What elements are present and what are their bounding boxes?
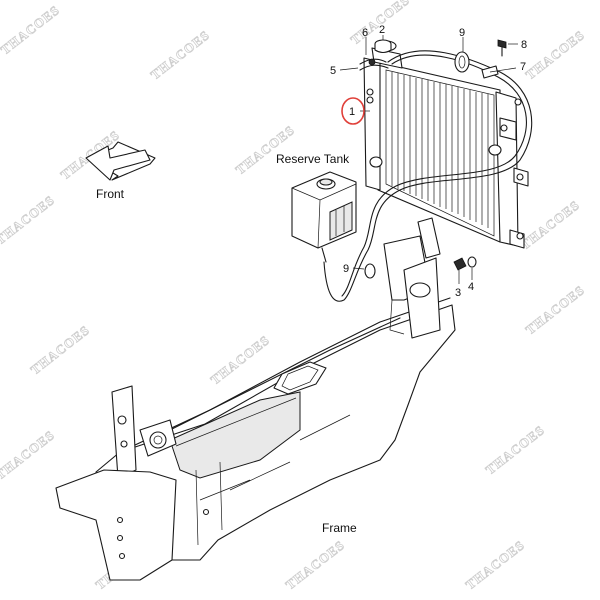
hose-clamp xyxy=(454,51,470,73)
watermark: THACOES xyxy=(0,192,57,247)
watermark: THACOES xyxy=(0,2,62,57)
callout-3: 3 xyxy=(455,287,461,299)
watermark: THACOES xyxy=(208,332,273,387)
watermark: THACOES xyxy=(523,27,588,82)
frame-label: Frame xyxy=(322,521,357,535)
frame xyxy=(55,217,456,581)
bolt-icon xyxy=(497,39,507,57)
highlight-ring xyxy=(341,97,365,125)
callout-2: 2 xyxy=(379,24,385,36)
callout-4: 4 xyxy=(468,281,474,293)
watermark: THACOES xyxy=(523,282,588,337)
reserve-tank xyxy=(291,171,357,263)
front-label: Front xyxy=(96,187,125,201)
callout-1: 1 xyxy=(349,106,355,118)
watermark: THACOES xyxy=(148,27,213,82)
watermark: THACOES xyxy=(283,537,348,592)
front-arrow-icon xyxy=(85,141,156,181)
radiator-cap xyxy=(374,39,392,54)
callout-8: 8 xyxy=(521,39,527,51)
watermark: THACOES xyxy=(28,322,93,377)
callout-9-top: 9 xyxy=(459,27,465,39)
watermark: THACOES xyxy=(463,537,528,592)
hose-clamp-lower xyxy=(364,256,477,279)
watermark: THACOES xyxy=(0,427,57,482)
callout-7: 7 xyxy=(520,61,526,73)
watermark: THACOES xyxy=(518,197,583,252)
callout-9-bottom: 9 xyxy=(343,263,349,275)
watermark: THACOES xyxy=(233,122,298,177)
reserve-tank-label: Reserve Tank xyxy=(276,152,350,166)
callout-5: 5 xyxy=(330,65,336,77)
callout-leaders xyxy=(339,35,518,284)
callout-6: 6 xyxy=(362,27,368,39)
watermark: THACOES xyxy=(483,422,548,477)
radiator xyxy=(363,40,529,249)
